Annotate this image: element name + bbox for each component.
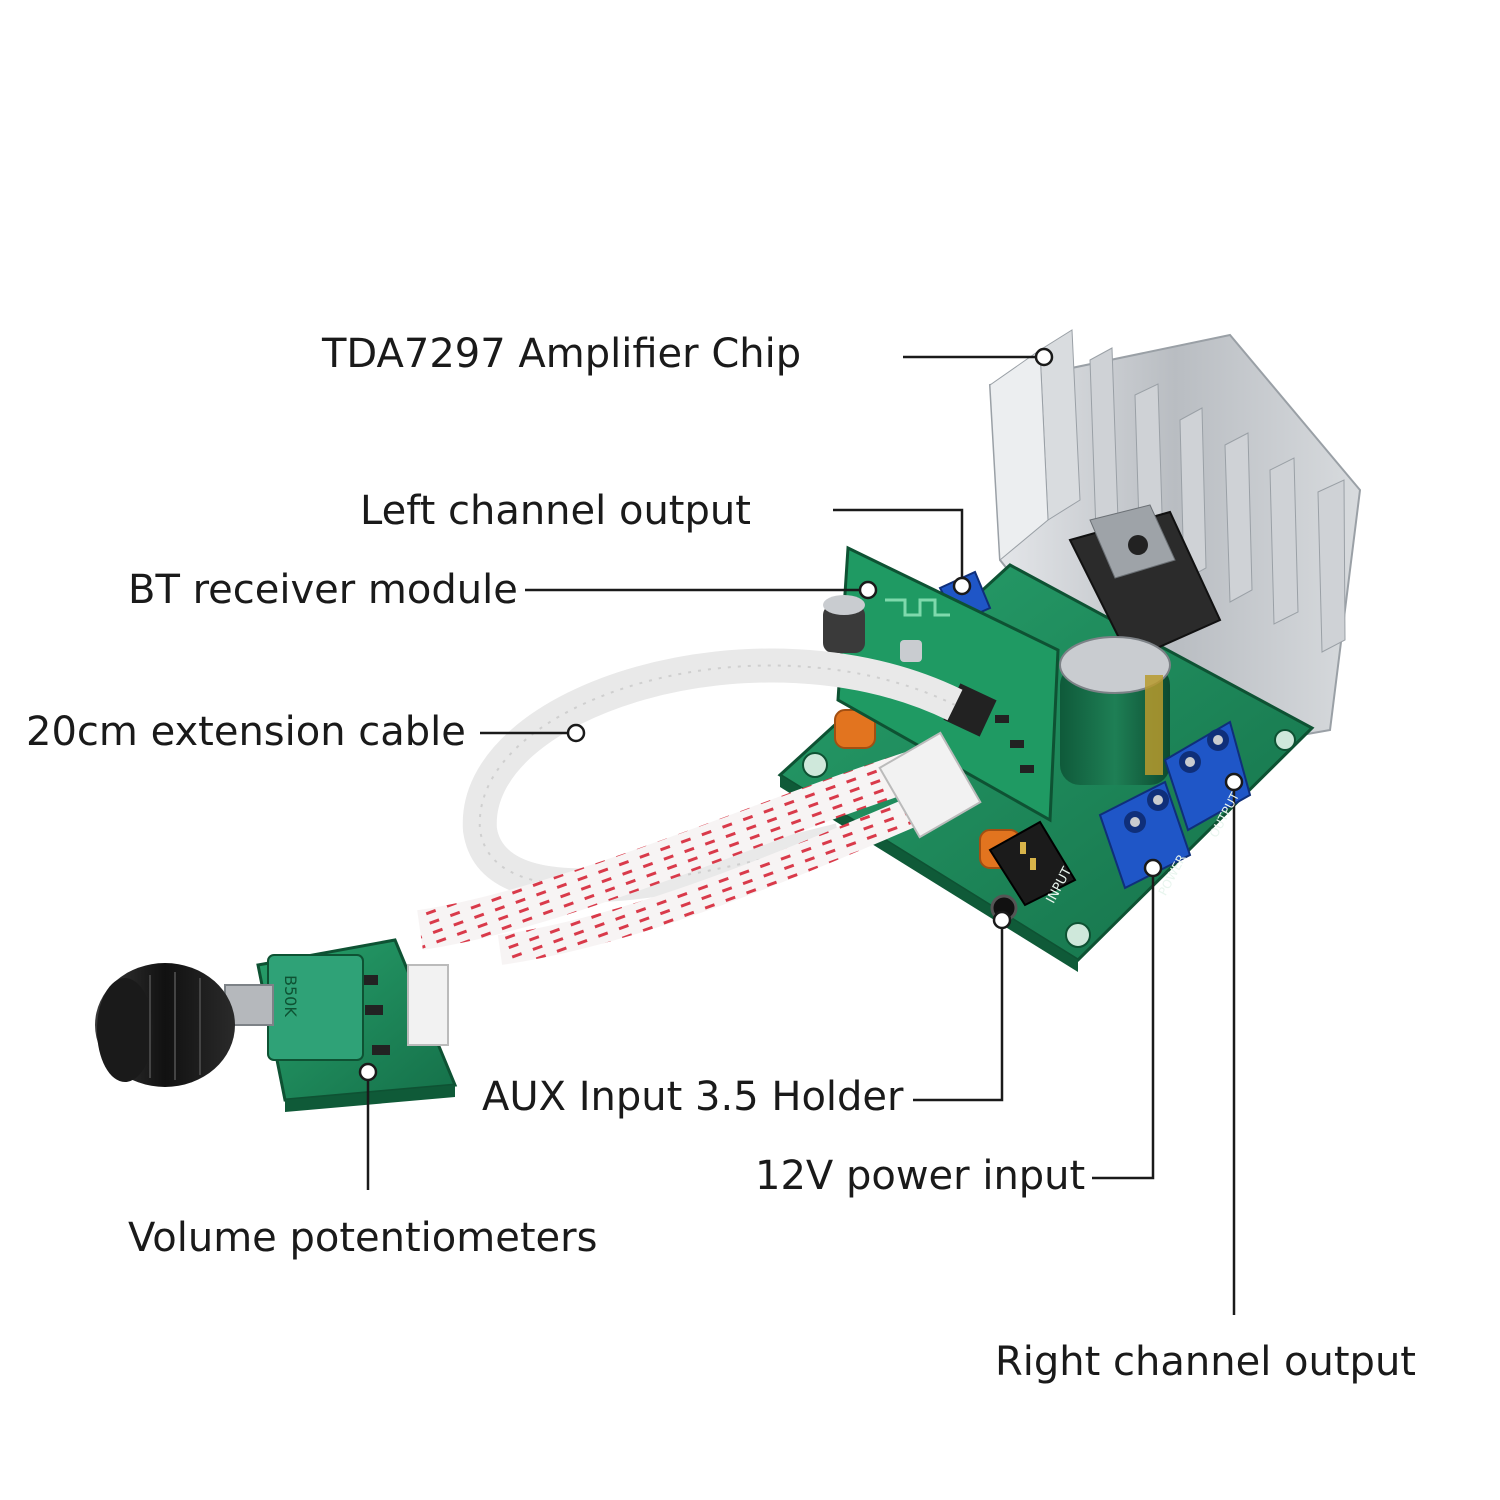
output-terminal-block [1163,720,1252,832]
callout-amplifier-chip: TDA7297 Amplifier Chip [322,331,802,377]
callout-bt-module: BT receiver module [128,567,518,613]
callout-extension-cable: 20cm extension cable [26,709,466,755]
volume-knob [95,963,235,1087]
callout-power-input: 12V power input [755,1153,1086,1199]
leader-left-channel [833,508,964,578]
bt-capacitor [823,595,865,653]
pot-value-marking: B50K [281,975,300,1017]
leader-lines [358,347,1244,1315]
callout-right-channel: Right channel output [995,1339,1416,1385]
amplifier-chip [1068,504,1222,701]
power-terminal-block [1098,780,1192,890]
callout-aux-input: AUX Input 3.5 Holder [482,1074,904,1120]
volume-pot-board: B50K [224,938,458,1112]
leader-aux-input [913,928,1004,1102]
filter-capacitor [1059,636,1171,785]
callout-left-channel: Left channel output [360,488,751,534]
ribbon-cable [417,648,982,965]
callout-volume-pot: Volume potentiometers [128,1215,598,1261]
leader-power-input [1092,876,1155,1180]
